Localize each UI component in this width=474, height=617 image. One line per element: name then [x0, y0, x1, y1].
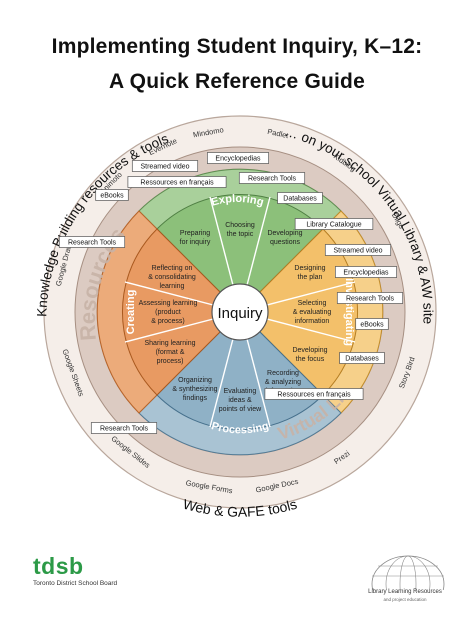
title-line-2: A Quick Reference Guide: [109, 70, 365, 93]
library-globe-icon: [371, 555, 445, 590]
resource-box: [294, 218, 374, 230]
center-label: Inquiry: [217, 305, 263, 322]
resource-box-label: Research Tools: [100, 426, 149, 433]
resource-box-label: Encyclopedias: [215, 156, 261, 163]
resource-box-label: eBooks: [100, 193, 124, 200]
step-assessing-learning: Assessing learning(product& process): [139, 300, 198, 325]
llr-logo-text: Library Learning Resources: [368, 589, 442, 595]
resource-box: [127, 176, 227, 188]
resource-box: [95, 189, 129, 201]
resource-box-label: Databases: [345, 356, 379, 363]
resource-box: [339, 352, 385, 364]
resource-box: [355, 318, 389, 330]
resource-box-label: Research Tools: [346, 296, 395, 303]
resource-box-label: Library Catalogue: [306, 222, 361, 229]
tdsb-logo: tdsb: [33, 553, 84, 579]
processing-quadrant: [156, 311, 324, 430]
resource-box-label: Streamed video: [140, 164, 189, 171]
resource-box-label: Research Tools: [248, 176, 297, 183]
resource-box-label: Ressources en français: [140, 180, 214, 187]
exploring-quadrant: [156, 194, 324, 313]
phase-investigating: Investigating: [343, 278, 355, 346]
center-circle: [211, 283, 269, 341]
resource-box: [336, 292, 404, 304]
resource-box: [277, 192, 323, 204]
resource-box: [58, 236, 126, 248]
resource-box: [324, 244, 392, 256]
resource-box: [335, 266, 398, 278]
investigating-quadrant: [239, 228, 358, 396]
resource-box-label: Encyclopedias: [343, 270, 389, 277]
phase-processing: Processing: [210, 420, 270, 436]
resource-box: [90, 422, 158, 434]
resource-box-label: Research Tools: [68, 240, 117, 247]
resource-box-label: Databases: [283, 196, 317, 203]
phase-exploring: Exploring: [210, 193, 265, 209]
title-line-1: Implementing Student Inquiry, K–12:: [51, 35, 423, 58]
phase-creating: Creating: [125, 290, 137, 335]
creating-quadrant: [122, 228, 241, 396]
resource-box: [207, 152, 270, 164]
step-sharing-learning: Sharing learning(format &process): [145, 340, 196, 365]
resource-box-label: eBooks: [360, 322, 384, 329]
resource-box: [131, 160, 199, 172]
resource-box-label: Ressources en français: [277, 392, 351, 399]
resource-box-label: Streamed video: [333, 248, 382, 255]
llr-logo-sub: and project education: [383, 597, 427, 602]
tdsb-subtitle: Toronto District School Board: [33, 580, 118, 587]
resource-box: [264, 388, 364, 400]
resource-box: [238, 172, 306, 184]
